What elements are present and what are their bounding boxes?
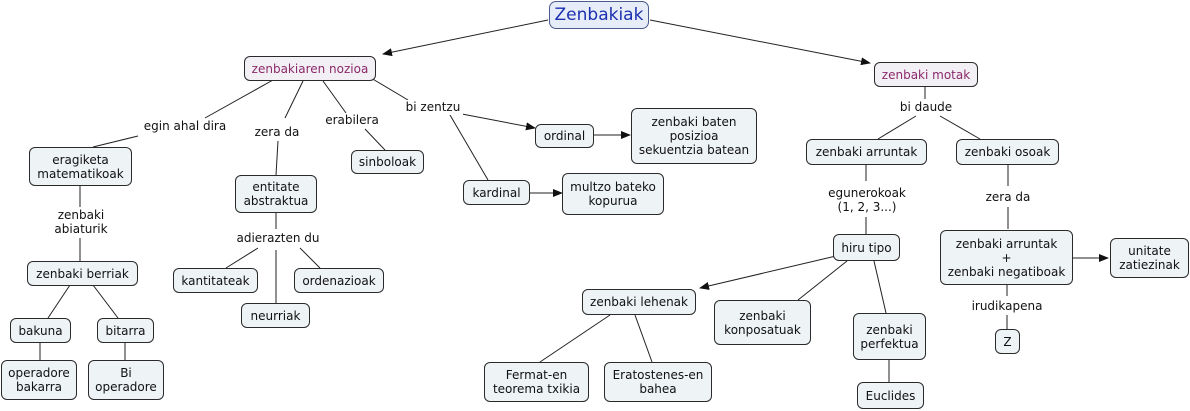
node-multzo-bateko-kopurua[interactable]: multzo bateko kopurua	[562, 173, 664, 215]
node-zenbaki-baten-posizioa[interactable]: zenbaki baten posizioa sekuentzia batean	[631, 108, 757, 164]
link-bi-daude: bi daude	[897, 100, 955, 115]
link-zenbaki-abiaturik: zenbaki abiaturik	[50, 208, 112, 238]
link-zera-da: zera da	[251, 125, 303, 140]
node-zenbaki-konposatuak[interactable]: zenbaki konposatuak	[714, 300, 811, 345]
node-unitate-zatiezinak[interactable]: unitate zatiezinak	[1110, 238, 1189, 278]
node-eragiketa-matematikoak[interactable]: eragiketa matematikoak	[29, 147, 132, 186]
node-operadore-bakarra[interactable]: operadore bakarra	[1, 360, 77, 400]
node-z[interactable]: Z	[995, 329, 1020, 354]
node-zenbaki-osoak[interactable]: zenbaki osoak	[956, 139, 1059, 165]
link-irudikapena: irudikapena	[966, 299, 1048, 314]
node-zenbaki-arruntak-negatiboak[interactable]: zenbaki arruntak + zenbaki negatiboak	[940, 230, 1073, 285]
node-zenbaki-arruntak[interactable]: zenbaki arruntak	[806, 139, 927, 165]
node-bitarra[interactable]: bitarra	[97, 318, 154, 343]
root-node[interactable]: Zenbakiak	[549, 1, 649, 29]
link-egunerokoak: egunerokoak (1, 2, 3...)	[822, 186, 912, 216]
node-ordinal[interactable]: ordinal	[535, 124, 594, 148]
node-hiru-tipo[interactable]: hiru tipo	[833, 234, 900, 261]
node-fermat-en-teorema-txikia[interactable]: Fermat-en teorema txikia	[484, 362, 589, 402]
node-euclides[interactable]: Euclides	[857, 382, 924, 409]
node-ordenazioak[interactable]: ordenazioak	[294, 268, 384, 293]
node-zenbaki-berriak[interactable]: zenbaki berriak	[27, 261, 138, 286]
link-adierazten-du: adierazten du	[231, 231, 325, 246]
link-egin-ahal-dira: egin ahal dira	[140, 119, 230, 134]
node-sinboloak[interactable]: sinboloak	[351, 150, 424, 174]
node-zenbaki-motak[interactable]: zenbaki motak	[874, 62, 978, 87]
node-zenbakiaren-nozioa[interactable]: zenbakiaren nozioa	[244, 56, 376, 81]
link-erabilera: erabilera	[323, 113, 381, 128]
node-eratostenes-en-bahea[interactable]: Eratostenes-en bahea	[604, 362, 712, 402]
node-entitate-abstraktua[interactable]: entitate abstraktua	[235, 175, 317, 213]
link-zera-da-osoak: zera da	[982, 190, 1034, 205]
node-bakuna[interactable]: bakuna	[10, 318, 71, 343]
node-neurriak[interactable]: neurriak	[241, 303, 310, 328]
node-zenbaki-lehenak[interactable]: zenbaki lehenak	[582, 289, 696, 315]
link-bi-zentzu: bi zentzu	[403, 100, 463, 115]
node-zenbaki-perfektua[interactable]: zenbaki perfektua	[853, 313, 926, 360]
node-kardinal[interactable]: kardinal	[463, 180, 530, 205]
node-bi-operadore[interactable]: Bi operadore	[88, 360, 164, 400]
node-kantitateak[interactable]: kantitateak	[173, 268, 258, 293]
